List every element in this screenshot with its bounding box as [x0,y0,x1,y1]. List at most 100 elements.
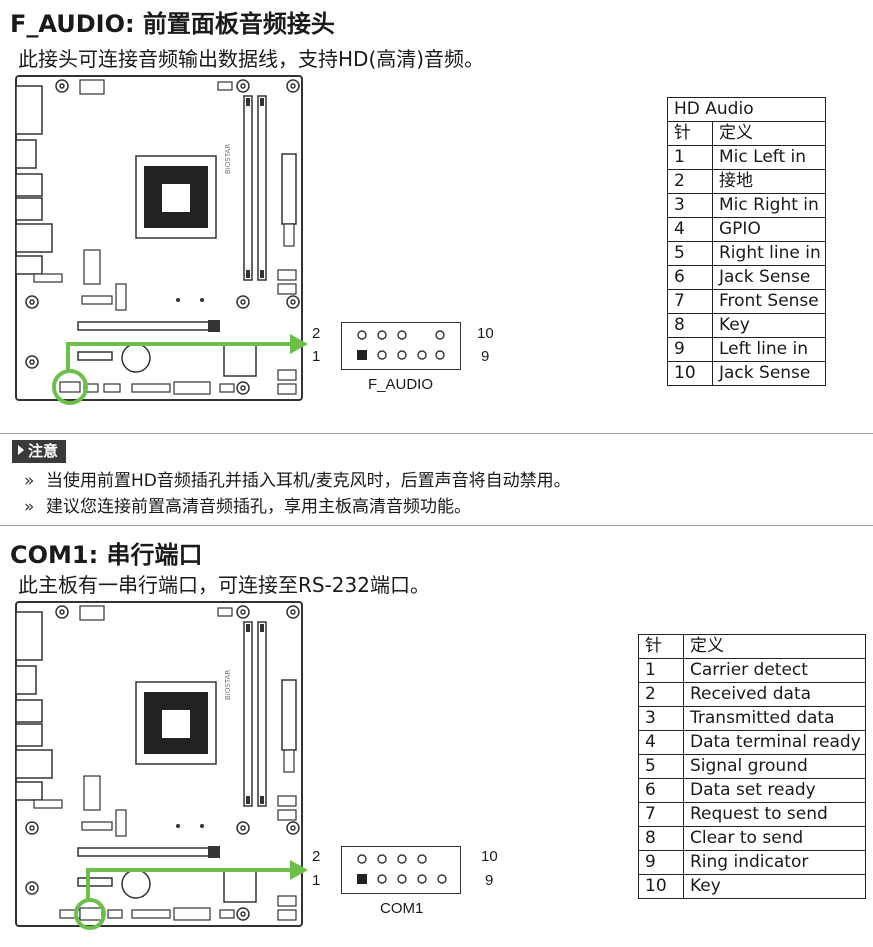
pin-number: 1 [667,145,713,170]
pin-number: 6 [667,265,713,290]
pin-definition: Clear to send [683,826,866,851]
pin-number: 8 [638,826,684,851]
pin-number: 5 [638,754,684,779]
arrow-icon [290,334,308,354]
pin-number: 4 [667,217,713,242]
pin-number: 9 [638,850,684,875]
note-text: 建议您连接前置高清音频插孔，享用主板高清音频功能。 [46,497,471,517]
pin-definition: 接地 [712,169,826,194]
com1-header-name: COM1 [380,900,424,917]
pin-definition: Carrier detect [683,658,866,683]
table-header-row: 针 定义 [638,634,866,659]
table-title-row: HD Audio [667,97,826,122]
pin-label-2: 2 [312,848,321,865]
f-audio-header-name: F_AUDIO [368,376,434,393]
col-def: 定义 [712,121,826,146]
table-title: HD Audio [667,97,826,122]
pin-definition: Left line in [712,337,826,362]
section-divider [0,525,873,526]
bullet-mark: » [24,497,35,517]
note-badge: 注意 [12,440,67,463]
pin-number: 7 [667,289,713,314]
pin-definition: Key [712,313,826,338]
com1-title: COM1: 串行端口 [10,541,203,569]
note-item: » 当使用前置HD音频插孔并插入耳机/麦克风时，后置声音将自动禁用。 [24,466,571,491]
pin-number: 10 [638,874,684,899]
pin-label-1: 1 [312,348,321,365]
pin-label-9: 9 [485,872,494,889]
section-divider [0,433,873,434]
table-header-row: 针 定义 [667,121,826,146]
pin-number: 4 [638,730,684,755]
pin-definition: Key [683,874,866,899]
triangle-icon [18,445,24,455]
com1-subtitle: 此主板有一串行端口，可连接至RS-232端口。 [18,573,430,597]
pin-definition: Mic Left in [712,145,826,170]
pin-definition: Front Sense [712,289,826,314]
pin-number: 5 [667,241,713,266]
note-label: 注意 [28,442,59,460]
pin-number: 3 [638,706,684,731]
pin-definition: Mic Right in [712,193,826,218]
bullet-mark: » [24,471,35,491]
f-audio-title: F_AUDIO: 前置面板音频接头 [10,10,335,38]
pin-grid [357,330,445,360]
pin-definition: Right line in [712,241,826,266]
pin-definition: Jack Sense [712,265,826,290]
pin-definition: Data set ready [683,778,866,803]
brand-text: BIOSTAR [224,670,232,700]
pin-definition: Ring indicator [683,850,866,875]
pin-label-2: 2 [312,325,321,342]
pin-number: 6 [638,778,684,803]
col-pin: 针 [667,121,713,146]
brand-text: BIOSTAR [224,144,232,174]
motherboard-diagram: BIOSTAR [15,601,308,930]
com1-header [341,846,461,894]
pin-definition: Data terminal ready [683,730,866,755]
pin-definition: Signal ground [683,754,866,779]
col-def: 定义 [683,634,866,659]
pin-number: 3 [667,193,713,218]
pin-number: 10 [667,361,713,386]
f-audio-header [341,322,461,370]
pin-label-10: 10 [481,848,498,865]
pin-definition: Jack Sense [712,361,826,386]
note-text: 当使用前置HD音频插孔并插入耳机/麦克风时，后置声音将自动禁用。 [46,471,571,491]
arrow-icon [290,860,308,880]
pin-definition: GPIO [712,217,826,242]
pin-number: 2 [638,682,684,707]
note-item: » 建议您连接前置高清音频插孔，享用主板高清音频功能。 [24,492,471,517]
pin-definition: Transmitted data [683,706,866,731]
motherboard-diagram: BIOSTAR [15,75,308,405]
pin-grid [357,854,447,884]
pin-definition: Received data [683,682,866,707]
pin-label-1: 1 [312,872,321,889]
pin-number: 1 [638,658,684,683]
pin-label-10: 10 [477,325,494,342]
pin-number: 8 [667,313,713,338]
pin-definition: Request to send [683,802,866,827]
pin-label-9: 9 [481,348,490,365]
f-audio-subtitle: 此接头可连接音频输出数据线，支持HD(高清)音频。 [18,47,485,71]
